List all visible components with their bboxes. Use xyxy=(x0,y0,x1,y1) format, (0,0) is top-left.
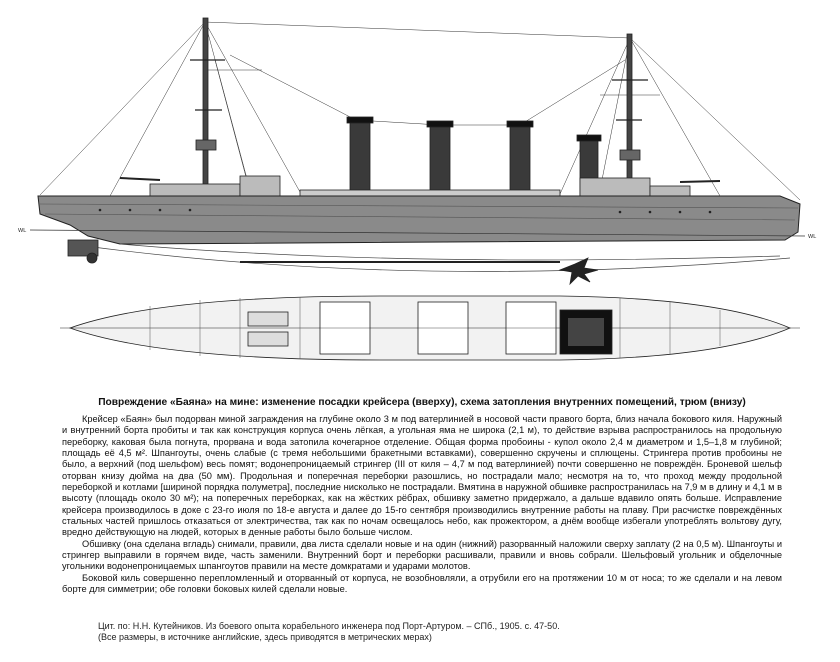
foremast xyxy=(190,17,225,195)
citation: Цит. по: Н.Н. Кутейников. Из боевого опы… xyxy=(98,621,738,643)
boiler-rooms xyxy=(319,301,557,355)
underwater-hull xyxy=(84,245,791,272)
funnels xyxy=(346,116,602,197)
paragraph: Крейсер «Баян» был подорван миной заграж… xyxy=(62,414,782,538)
figure-caption: Повреждение «Баяна» на мине: изменение п… xyxy=(98,397,746,408)
mine-damage-mark xyxy=(558,257,599,286)
wl-label-right: WL xyxy=(808,234,816,240)
guns xyxy=(119,177,721,183)
superstructure xyxy=(149,175,691,199)
wl-label-left: WL xyxy=(18,228,26,234)
hold-frames xyxy=(149,297,721,359)
citation-note: (Все размеры, в источнике английские, зд… xyxy=(98,632,432,642)
ship-drawing: WL WL xyxy=(18,17,816,361)
propeller-and-rudder xyxy=(67,239,99,264)
paragraph: Боковой киль совершенно перепломленный и… xyxy=(62,572,782,595)
hold-plan xyxy=(60,295,800,361)
waterline xyxy=(29,229,806,237)
paragraph: Обшивку (она сделана вгладь) снимали, пр… xyxy=(62,538,782,572)
article-body: Крейсер «Баян» был подорван миной заграж… xyxy=(62,414,782,596)
rigging xyxy=(39,21,801,201)
engine-rooms xyxy=(247,311,289,347)
mainmast xyxy=(612,33,648,197)
keel-line xyxy=(119,243,781,261)
hull xyxy=(37,195,801,245)
citation-source: Цит. по: Н.Н. Кутейников. Из боевого опы… xyxy=(98,621,560,631)
portholes xyxy=(98,208,712,214)
ship-side-profile: WL WL xyxy=(18,17,816,286)
